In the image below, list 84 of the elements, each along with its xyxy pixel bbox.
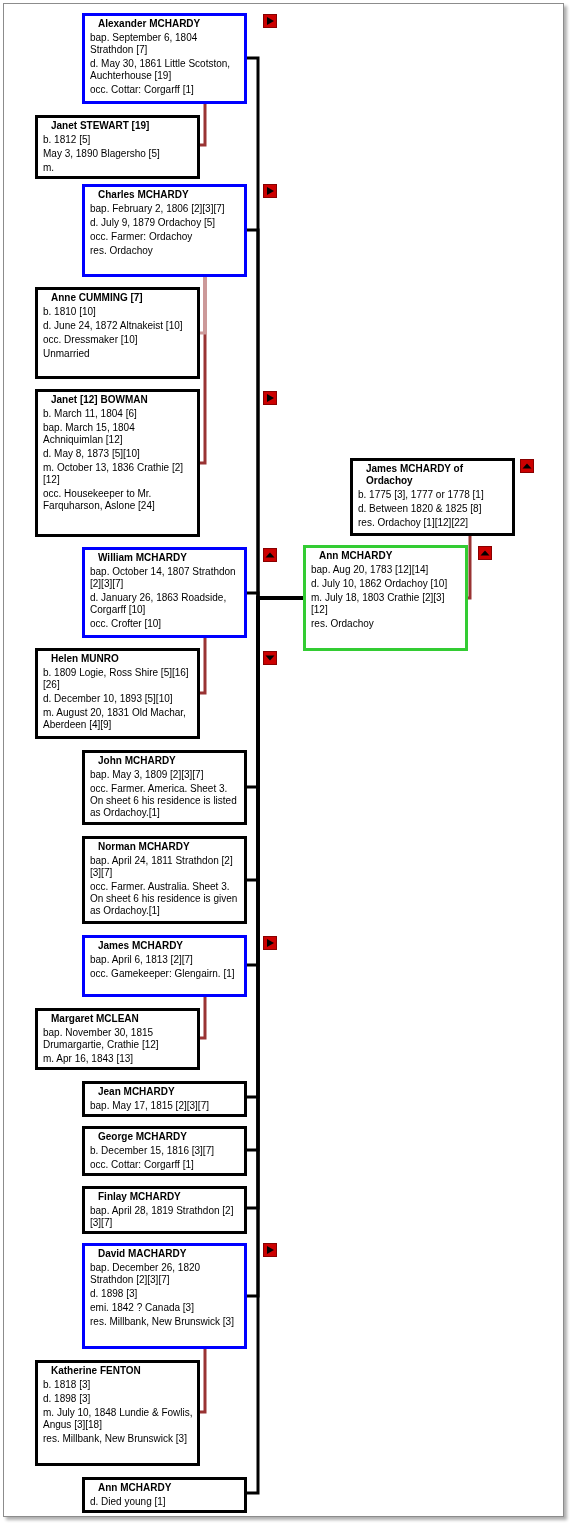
fact-text: d. 1898 [3] xyxy=(90,1288,139,1300)
connector-line xyxy=(200,638,207,695)
person-name: Helen MUNRO xyxy=(50,653,120,665)
fact-text: d. June 24, 1872 Altnakeist [10] xyxy=(43,320,184,332)
person-box xyxy=(35,287,200,379)
person-box xyxy=(82,13,247,104)
person-box xyxy=(82,184,247,277)
fact-text: b. 1812 [5] xyxy=(43,134,92,146)
person-name: Jean MCHARDY xyxy=(97,1086,176,1098)
fact-text: d. July 10, 1862 Ordachoy [10] xyxy=(311,578,449,590)
person-name: Janet STEWART [19] xyxy=(50,120,151,132)
fact-text: occ. Farmer. America. Sheet 3. On sheet 6 his residence is listed as Ordachoy.[1] xyxy=(90,783,238,819)
person-name: Anne CUMMING [7] xyxy=(50,292,144,304)
person-box xyxy=(82,1477,247,1513)
person-box xyxy=(35,115,200,179)
person-box xyxy=(82,836,247,924)
person-box xyxy=(303,545,468,651)
person-name: Margaret MCLEAN xyxy=(50,1013,140,1025)
person-name: James MCHARDY xyxy=(97,940,185,952)
fact-text: res. Ordachoy xyxy=(311,618,375,630)
connector-line xyxy=(467,536,472,600)
person-name: Charles MCHARDY xyxy=(97,189,190,201)
fact-text: occ. Farmer: Ordachoy xyxy=(90,231,194,243)
fact-text: emi. 1842 ? Canada [3] xyxy=(90,1302,195,1314)
fact-text: b. 1775 [3], 1777 or 1778 [1] xyxy=(358,489,485,501)
person-name: William MCHARDY xyxy=(97,552,188,564)
fact-text: d. December 10, 1893 [5][10] xyxy=(43,693,174,705)
connector-line xyxy=(200,104,207,147)
fact-text: b. 1810 [10] xyxy=(43,306,97,318)
fact-text: d. Died young [1] xyxy=(90,1496,167,1508)
person-box xyxy=(82,935,247,997)
person-name: Ann MCHARDY xyxy=(318,550,394,562)
person-box xyxy=(82,750,247,825)
fact-text: May 3, 1890 Blagersho [5] xyxy=(43,148,161,160)
person-name: Finlay MCHARDY xyxy=(97,1191,182,1203)
person-name: George MCHARDY xyxy=(97,1131,188,1143)
fact-text: b. March 11, 1804 [6] xyxy=(43,408,138,420)
person-box xyxy=(82,1243,247,1349)
person-name: Norman MCHARDY xyxy=(97,841,191,853)
person-box xyxy=(35,1008,200,1070)
person-name: Alexander MCHARDY xyxy=(97,18,202,30)
fact-text: occ. Cottar: Corgarff [1] xyxy=(90,84,195,96)
person-box xyxy=(35,1360,200,1466)
connector-line xyxy=(200,997,207,1040)
person-name: David MACHARDY xyxy=(97,1248,188,1260)
fact-text: bap. May 3, 1809 [2][3][7] xyxy=(90,769,205,781)
fact-text: occ. Cottar: Corgarff [1] xyxy=(90,1159,195,1171)
fact-text: res. Millbank, New Brunswick [3] xyxy=(90,1316,235,1328)
fact-text: bap. February 2, 1806 [2][3][7] xyxy=(90,203,226,215)
person-box xyxy=(35,389,200,537)
fact-text: bap. April 28, 1819 Strathdon [2][3][7] xyxy=(90,1205,235,1229)
fact-text: bap. Aug 20, 1783 [12][14] xyxy=(311,564,430,576)
fact-text: m. xyxy=(43,162,56,174)
fact-text: occ. Crofter [10] xyxy=(90,618,163,630)
fact-text: m. August 20, 1831 Old Machar, Aberdeen [4][9] xyxy=(43,707,187,731)
person-box xyxy=(82,1126,247,1176)
person-name: Janet [12] BOWMAN xyxy=(50,394,149,406)
fact-text: d. Between 1820 & 1825 [8] xyxy=(358,503,483,515)
fact-text: occ. Housekeeper to Mr. Farquharson, Aslone [24] xyxy=(43,488,156,512)
fact-text: res. Millbank, New Brunswick [3] xyxy=(43,1433,188,1445)
fact-text: occ. Gamekeeper: Glengairn. [1] xyxy=(90,968,236,980)
fact-text: bap. May 17, 1815 [2][3][7] xyxy=(90,1100,210,1112)
fact-text: d. May 8, 1873 [5][10] xyxy=(43,448,141,460)
fact-text: b. December 15, 1816 [3][7] xyxy=(90,1145,215,1157)
fact-text: m. Apr 16, 1843 [13] xyxy=(43,1053,135,1065)
fact-text: occ. Dressmaker [10] xyxy=(43,334,139,346)
fact-text: d. July 9, 1879 Ordachoy [5] xyxy=(90,217,217,229)
fact-text: Unmarried xyxy=(43,348,91,360)
fact-text: d. 1898 [3] xyxy=(43,1393,92,1405)
person-box xyxy=(350,458,515,536)
person-box xyxy=(82,547,247,638)
connector-line xyxy=(200,1349,207,1414)
person-name: Katherine FENTON xyxy=(50,1365,142,1377)
fact-text: res. Ordachoy [1][12][22] xyxy=(358,517,470,529)
connector-line xyxy=(200,277,207,335)
fact-text: res. Ordachoy xyxy=(90,245,154,257)
person-box xyxy=(35,648,200,739)
fact-text: occ. Farmer. Australia. Sheet 3. On sheet 6 his residence is given as Ordachoy.[1] xyxy=(90,881,239,917)
person-box xyxy=(82,1186,247,1234)
fact-text: bap. April 6, 1813 [2][7] xyxy=(90,954,194,966)
person-box xyxy=(82,1081,247,1117)
fact-text: b. 1818 [3] xyxy=(43,1379,92,1391)
person-name: John MCHARDY xyxy=(97,755,177,767)
person-name: Ann MCHARDY xyxy=(97,1482,173,1494)
